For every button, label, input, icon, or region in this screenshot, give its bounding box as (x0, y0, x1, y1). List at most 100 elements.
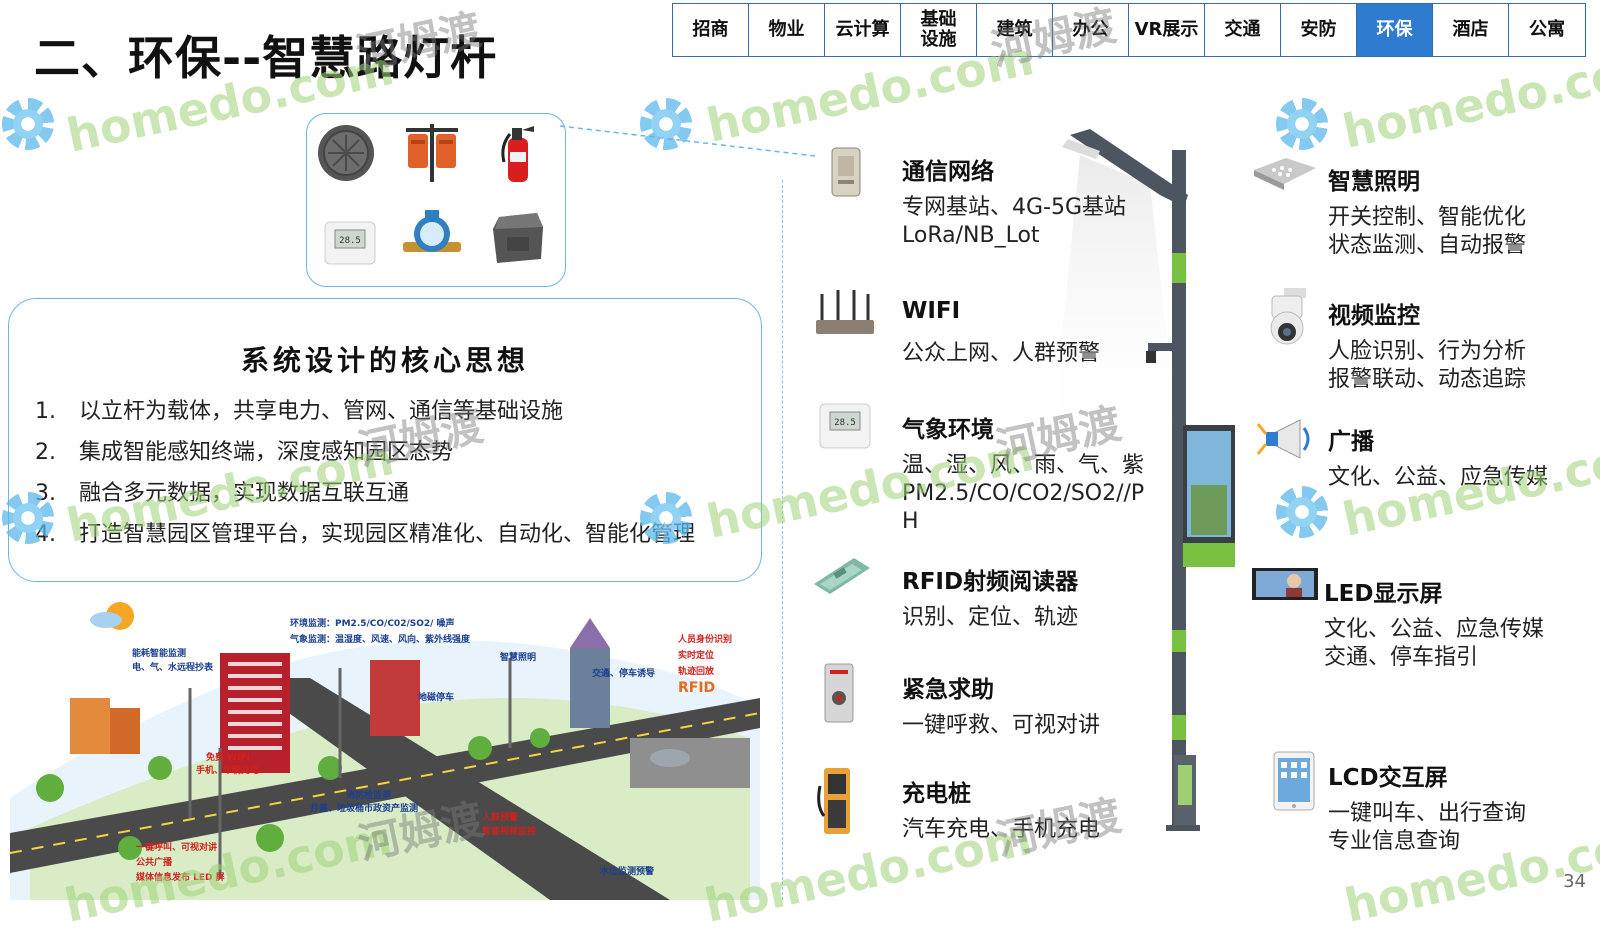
watermark-logo-icon (2, 98, 54, 150)
tab-item[interactable]: 招商 (673, 4, 749, 56)
thermometer-display-icon: 28.5 (818, 402, 872, 454)
core-ideas-heading: 系统设计的核心思想 (240, 344, 529, 377)
feature-title: 气象环境 (902, 417, 994, 443)
core-idea-text: 融合多元数据，实现数据互联互通 (79, 481, 410, 506)
feature-description: 汽车充电、手机充电 (902, 817, 1101, 842)
illustration-label: 消防栓监测 (346, 791, 392, 801)
router-icon (812, 290, 878, 344)
feature-title: 紧急求助 (902, 677, 994, 703)
core-idea-number: 2. (35, 440, 56, 465)
feature-description: 开关控制、智能优化 状态监测、自动报警 (1328, 205, 1527, 258)
illustration-label: 实时定位 (678, 651, 715, 661)
tab-item[interactable]: 公寓 (1509, 4, 1585, 56)
dome-camera-icon (1262, 288, 1312, 354)
intercom-icon (822, 662, 856, 728)
charger-icon (816, 766, 856, 840)
illustration-label: 手机、车辆充电 (196, 766, 260, 776)
feature-title: 视频监控 (1328, 303, 1420, 329)
watermark-logo-icon (2, 492, 54, 544)
feature-title: 智慧照明 (1328, 169, 1420, 195)
core-idea-text: 以立杆为载体，共享电力、管网、通信等基础设施 (79, 399, 564, 424)
illustration-label: 气象监测：温湿度、风速、风向、紫外线强度 (290, 635, 471, 645)
tablet-icon (1272, 750, 1316, 816)
svg-text:28.5: 28.5 (339, 236, 361, 246)
illustration-label: 人员身份识别 (678, 635, 733, 645)
illustration-label: 公共广播 (136, 858, 173, 868)
led-screen-icon (1250, 566, 1320, 606)
tab-item[interactable]: 物业 (749, 4, 825, 56)
watermark-logo-icon (1276, 486, 1328, 538)
tab-item[interactable]: 办公 (1053, 4, 1129, 56)
base-station-icon (826, 144, 866, 204)
watermark-logo-icon (1276, 98, 1328, 150)
core-idea-item: 3.融合多元数据，实现数据互联互通 (35, 475, 409, 507)
loudspeaker-icon (1256, 414, 1320, 468)
illustration-label: 智能视频监控 (482, 827, 537, 837)
tab-item[interactable]: 基础 设施 (901, 4, 977, 56)
illustration-label: 轨迹回放 (678, 667, 715, 677)
connector-line (560, 125, 816, 157)
water-meter-icon (401, 206, 463, 268)
feature-description: 识别、定位、轨迹 (902, 605, 1079, 630)
page-number: 34 (1563, 871, 1586, 892)
core-idea-number: 1. (35, 399, 56, 424)
led-lamp-icon (1250, 154, 1320, 198)
feature-title: 广播 (1328, 429, 1374, 455)
feature-description: 一键叫车、出行查询 专业信息查询 (1328, 801, 1527, 854)
illustration-label: 环境监测：PM2.5/CO/C02/SO2/ 噪声 (290, 619, 455, 629)
core-idea-item: 1. 以立杆为载体，共享电力、管网、通信等基础设施 (35, 393, 563, 425)
tab-item[interactable]: 环保 (1357, 4, 1433, 56)
tab-item[interactable]: 建筑 (977, 4, 1053, 56)
illustration-label: 媒体信息发布 LED 屏 (136, 873, 225, 883)
illustration-label: 水位监测预警 (600, 867, 655, 877)
tab-item[interactable]: 交通 (1205, 4, 1281, 56)
device-panel: 28.5 (306, 113, 566, 287)
illustration-label: 井盖、垃圾桶市政资产监测 (310, 804, 419, 814)
illustration-label: 一键呼叫、可视对讲 (136, 843, 218, 853)
feature-title: RFID射频阅读器 (902, 569, 1079, 595)
tab-item[interactable]: 安防 (1281, 4, 1357, 56)
feature-description: 人脸识别、行为分析 报警联动、动态追踪 (1328, 339, 1527, 392)
core-idea-item: 2. 集成智能感知终端，深度感知园区态势 (35, 434, 453, 466)
feature-title: LCD交互屏 (1328, 765, 1448, 791)
tab-item[interactable]: 酒店 (1433, 4, 1509, 56)
svg-text:28.5: 28.5 (834, 418, 856, 428)
watermark-logo-icon (640, 98, 692, 150)
tab-item[interactable]: VR展示 (1129, 4, 1205, 56)
feature-title: WIFI (902, 298, 961, 324)
manhole-cover-icon (315, 122, 377, 184)
watermark-logo-icon (640, 492, 692, 544)
illustration-label: 交通、停车诱导 (592, 669, 656, 679)
feature-description: 专网基站、4G-5G基站 LoRa/NB_Lot (902, 195, 1127, 248)
feature-title: 通信网络 (902, 159, 994, 185)
feature-description: 文化、公益、应急传媒 交通、停车指引 (1324, 617, 1545, 670)
core-idea-item: 4.打造智慧园区管理平台，实现园区精准化、自动化、智能化管理 (35, 516, 695, 548)
core-ideas-panel: 系统设计的核心思想 1. 以立杆为载体，共享电力、管网、通信等基础设施 2. 集成智能… (8, 298, 762, 582)
sensor-node-icon (487, 206, 549, 268)
trash-bin-icon (401, 122, 463, 184)
feature-description: 温、湿、风、雨、气、紫 PM2.5/CO/CO2/SO2//P H (902, 453, 1145, 534)
feature-title: LED显示屏 (1324, 581, 1443, 607)
illustration-label: 电、气、水远程抄表 (132, 663, 214, 673)
smart-park-illustration: 环境监测：PM2.5/CO/C02/SO2/ 噪声气象监测：温湿度、风速、风向、… (9, 598, 761, 900)
illustration-label: RFID (678, 680, 716, 696)
feature-description: 公众上网、人群预警 (902, 341, 1101, 366)
illustration-label: 能耗智能监测 (132, 649, 187, 659)
core-idea-text: 集成智能感知终端，深度感知园区态势 (79, 440, 454, 465)
smart-pole-image (1060, 129, 1235, 831)
core-idea-text: 打造智慧园区管理平台，实现园区精准化、自动化、智能化管理 (79, 522, 696, 547)
illustration-label: 免费 WIFI (206, 753, 250, 763)
illustration-label: 智慧照明 (500, 653, 537, 663)
temperature-sensor-icon: 28.5 (319, 212, 381, 274)
feature-description: 一键呼救、可视对讲 (902, 713, 1101, 738)
rfid-reader-icon (810, 554, 872, 602)
divider-line (782, 180, 783, 900)
feature-title: 充电桩 (902, 781, 971, 807)
feature-description: 文化、公益、应急传媒 (1328, 465, 1549, 490)
illustration-label: 人群预警 (482, 813, 519, 823)
fire-extinguisher-icon (487, 122, 549, 184)
tab-item[interactable]: 云计算 (825, 4, 901, 56)
page-title: 二、环保--智慧路灯杆 (34, 31, 498, 85)
illustration-label: 地磁停车 (418, 693, 455, 703)
